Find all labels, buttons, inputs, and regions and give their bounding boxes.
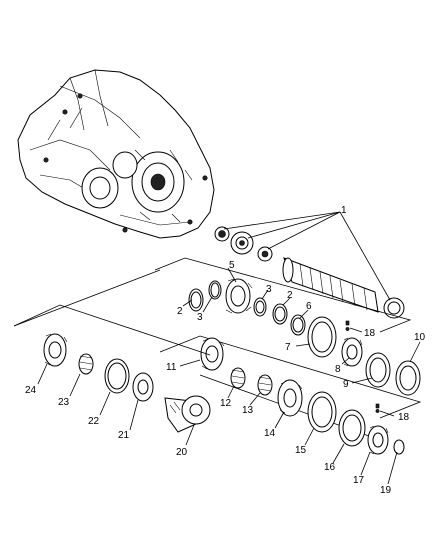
callout-11: 11 [166, 362, 177, 373]
callout-6: 6 [306, 301, 312, 312]
callout-10: 10 [414, 332, 426, 343]
callout-1: 1 [341, 205, 347, 216]
middle-parts-panel [159, 335, 422, 455]
callout-18-lower: 18 [398, 412, 410, 423]
upper-parts-panel [154, 257, 421, 396]
callout-23: 23 [58, 397, 70, 408]
callout-3-right: 3 [266, 284, 272, 295]
callout-13: 13 [242, 405, 254, 416]
callout-2-left: 2 [177, 306, 183, 317]
callout-12: 12 [220, 398, 232, 409]
callout-3-left: 3 [197, 312, 203, 323]
callout-22: 22 [88, 416, 100, 427]
callout-14: 14 [264, 428, 276, 439]
callout-24: 24 [25, 385, 37, 396]
transmission-housing [17, 69, 215, 239]
left-parts-cluster [13, 269, 211, 433]
callout-16: 16 [324, 462, 336, 473]
callout-numbers: 1 2 2 3 3 5 6 7 8 9 10 11 12 13 14 15 16… [25, 205, 426, 496]
callout-15: 15 [295, 445, 307, 456]
callout-20: 20 [176, 447, 188, 458]
callout-leaders [37, 267, 421, 485]
callout-2-right: 2 [287, 290, 293, 301]
callout-1-leaders [223, 211, 391, 301]
callout-21: 21 [118, 430, 130, 441]
callout-18-upper: 18 [364, 328, 376, 339]
callout-19: 19 [380, 485, 392, 496]
callout-9: 9 [343, 379, 349, 390]
bearing-seal-group [214, 226, 273, 262]
input-shaft [282, 257, 405, 319]
callout-7: 7 [285, 342, 291, 353]
callout-17: 17 [353, 475, 365, 486]
callout-5: 5 [229, 260, 235, 271]
callout-8: 8 [335, 364, 341, 375]
